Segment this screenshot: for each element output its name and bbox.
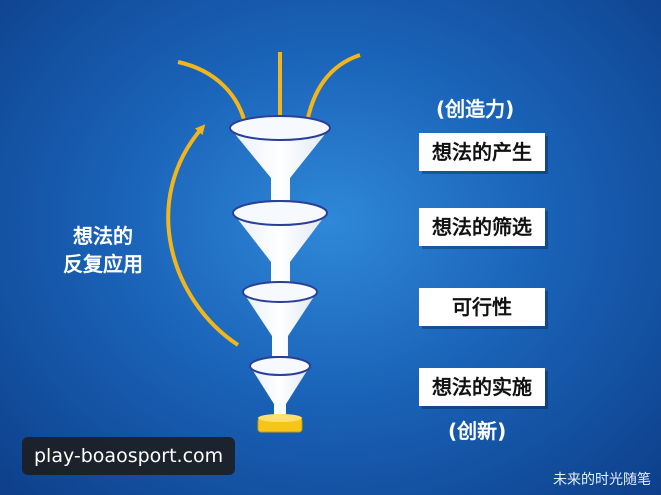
output-block: [257, 414, 303, 433]
input-arrow-right: [301, 53, 361, 133]
funnel-2: [232, 200, 328, 282]
funnel-1: [229, 115, 331, 200]
input-stage-label: (创造力): [436, 97, 515, 121]
step-box-implementation: 想法的实施: [419, 368, 545, 406]
feedback-loop-label-line1: 想法的: [73, 224, 133, 248]
step-box-generation: 想法的产生: [419, 133, 545, 171]
feedback-loop-label: 想法的 反复应用: [48, 222, 158, 278]
step-box-feasibility: 可行性: [419, 288, 545, 326]
site-watermark: play-boaosport.com: [22, 437, 236, 475]
input-arrow-left: [177, 60, 251, 133]
output-stage-label: (创新): [448, 419, 507, 443]
corner-watermark: 未来的时光随笔: [553, 472, 651, 488]
step-box-screening: 想法的筛选: [419, 208, 545, 246]
funnel-3: [242, 281, 318, 356]
feedback-loop-arrow: [166, 124, 240, 347]
funnel-4: [249, 356, 311, 416]
feedback-loop-label-line2: 反复应用: [63, 252, 143, 276]
